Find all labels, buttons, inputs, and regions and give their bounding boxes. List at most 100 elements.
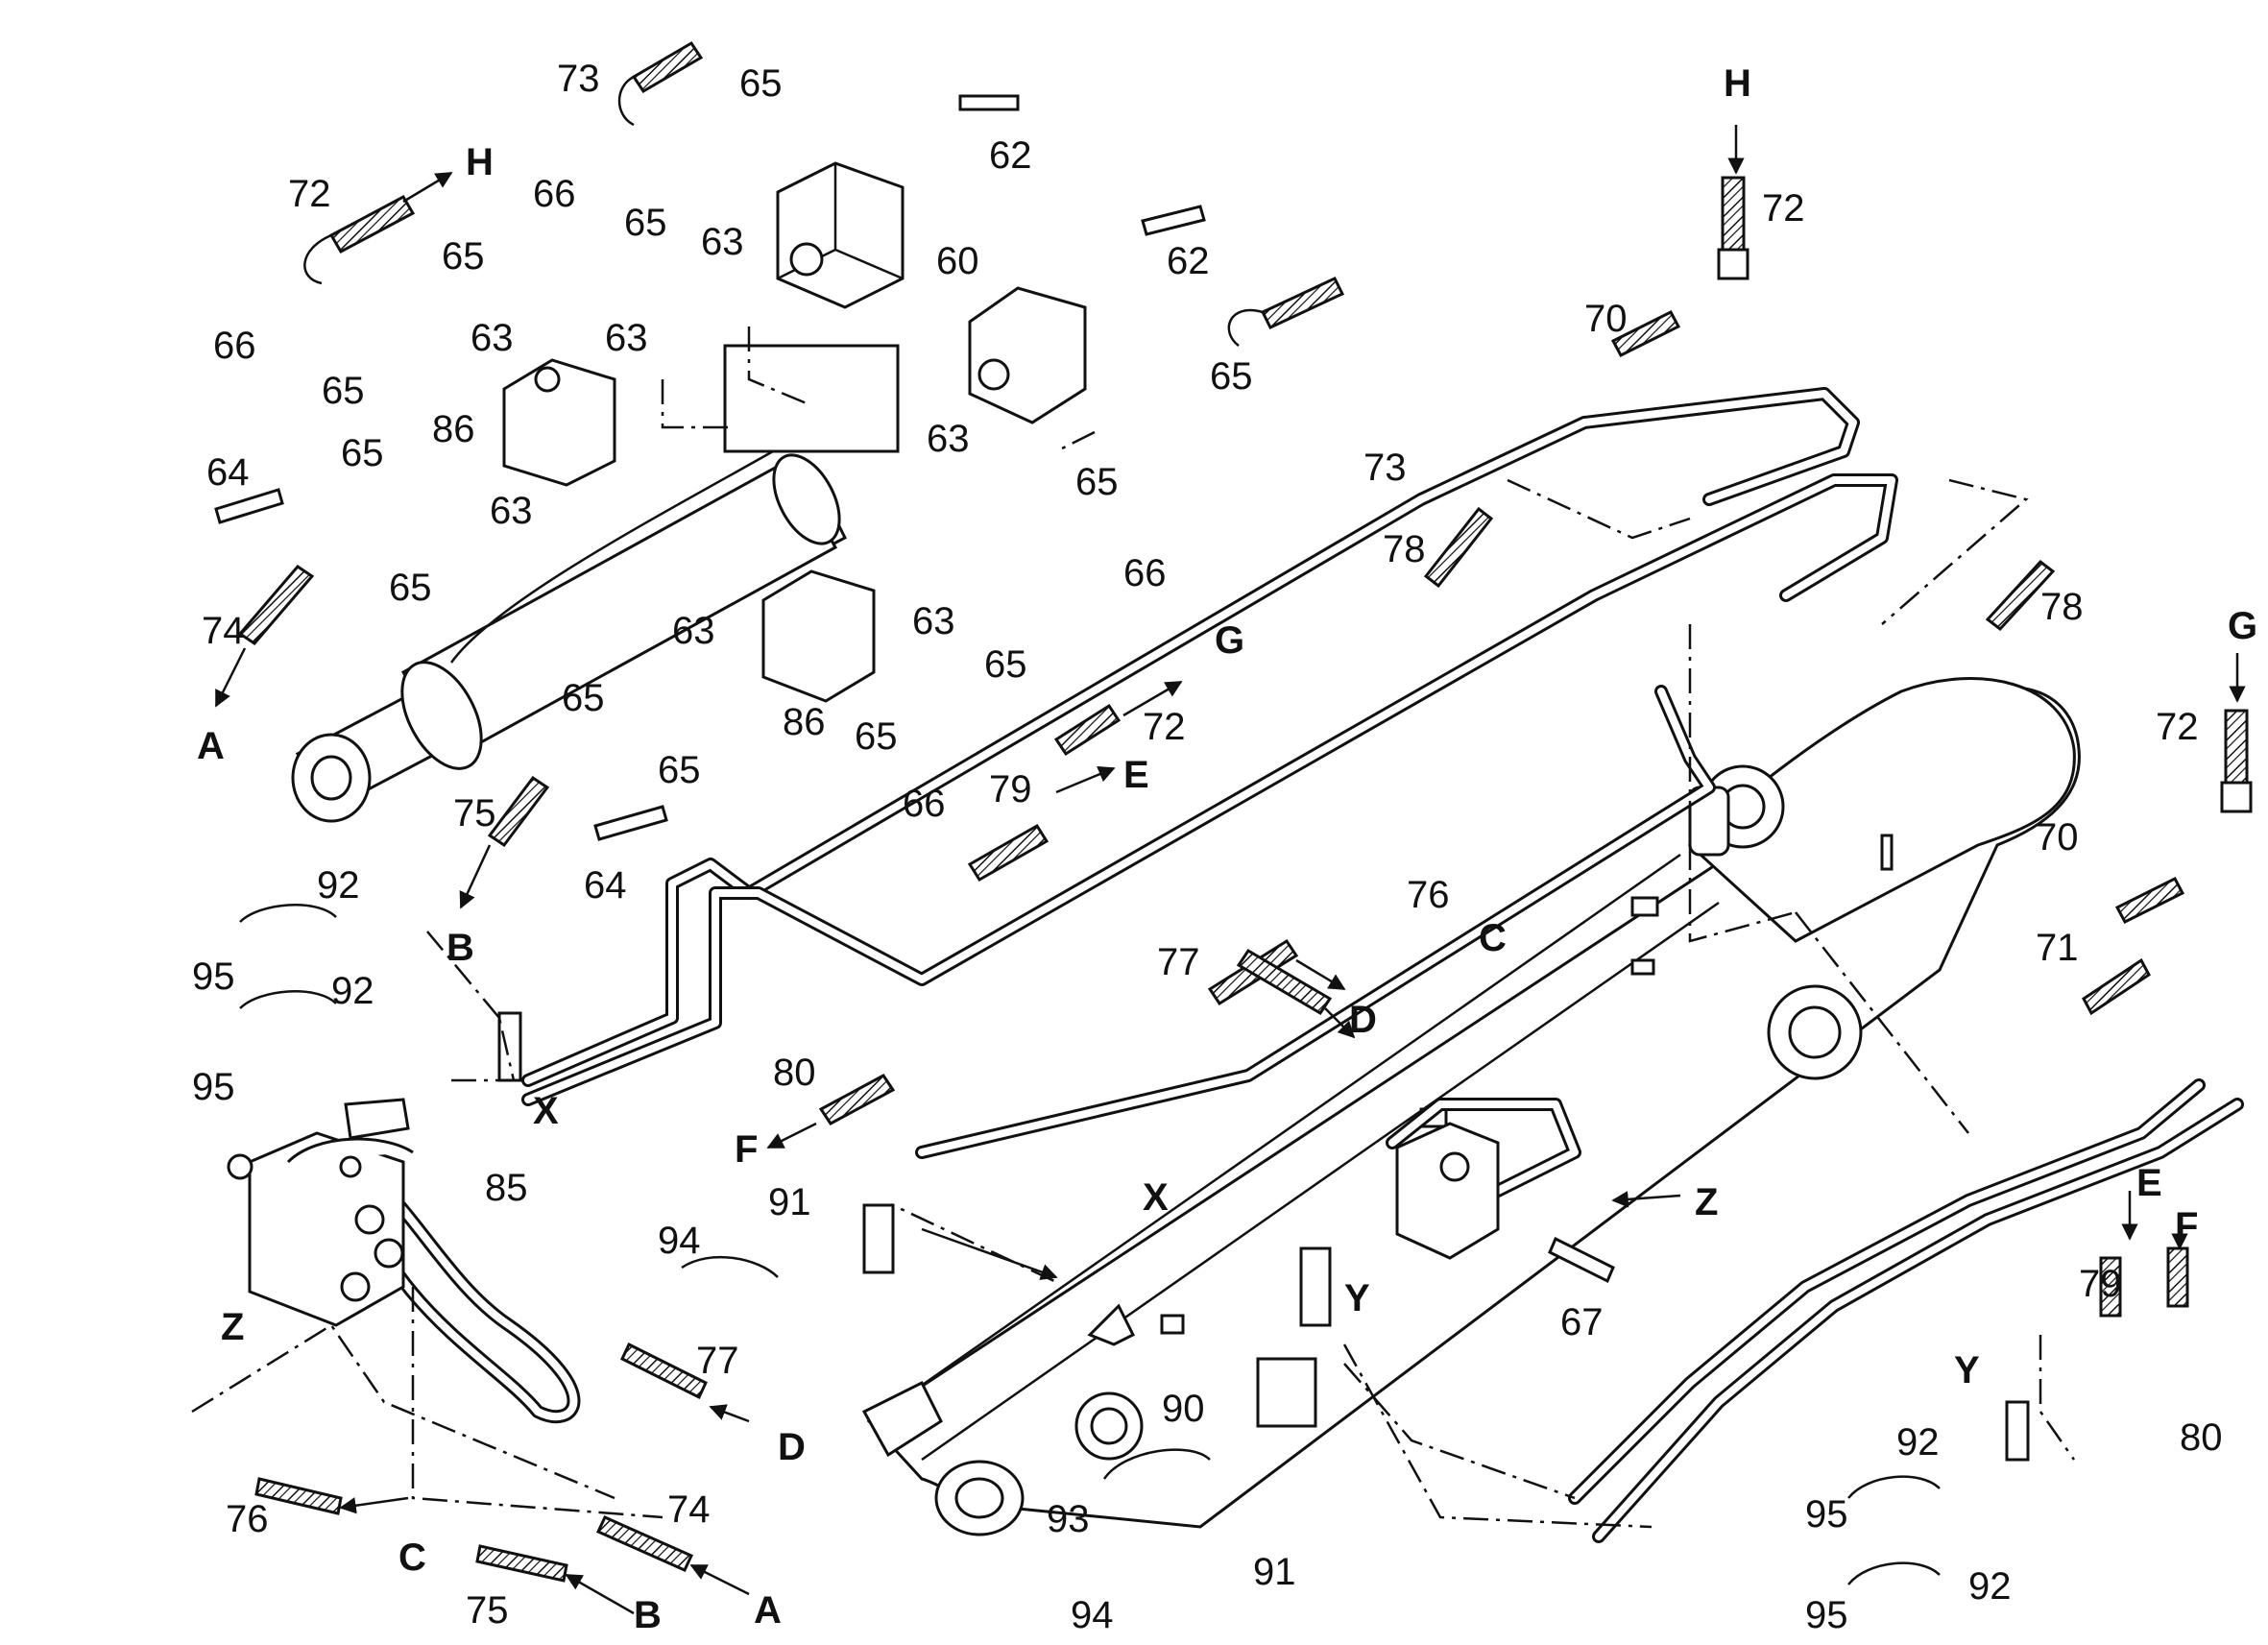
callout: 67 [1560,1301,1604,1343]
callout: 63 [490,490,533,532]
callout: 95 [1805,1493,1848,1536]
callout: 77 [696,1340,739,1382]
callout: 65 [739,62,783,105]
callout: 92 [331,970,374,1012]
valve-z-on-boom [1395,1122,1500,1260]
callout: 76 [1407,874,1450,916]
callout: 65 [442,235,485,278]
callout: 72 [288,173,331,215]
callout: 75 [466,1589,509,1632]
callout: 73 [557,58,600,100]
view-letter: Y [1344,1277,1370,1319]
callout: 93 [1047,1498,1090,1540]
callout: 64 [206,451,250,494]
view-letter: Z [1695,1181,1718,1223]
callout: 63 [605,317,648,359]
callout: 66 [1123,552,1167,594]
callout: 62 [1167,240,1210,282]
callout: 79 [2079,1263,2122,1305]
connection-letter: A [197,725,225,767]
connection-letter: B [634,1594,662,1636]
callout: 92 [1968,1565,2012,1608]
callout: 63 [927,418,970,460]
callout: 95 [192,956,235,998]
connection-letter: E [1123,754,1149,796]
callout: 70 [1584,298,1628,340]
callout: 65 [1210,355,1253,398]
callout: 71 [2036,927,2079,969]
callout: 65 [389,567,432,609]
connection-letter: D [1349,999,1377,1041]
callout: 62 [989,134,1032,177]
callout: 91 [768,1181,811,1223]
callout: 92 [317,864,360,907]
connection-letter: G [1215,619,1244,662]
callout: 72 [1762,187,1805,230]
callout: 76 [226,1498,269,1540]
callout: 85 [485,1167,528,1209]
connection-letter: A [754,1589,782,1632]
callout: 65 [855,715,898,758]
callout: 65 [341,432,384,474]
callout: 86 [783,701,826,743]
connection-letter: C [1479,917,1507,959]
connection-letter: F [2175,1205,2198,1247]
callout: 78 [1383,528,1426,570]
hydraulic-pipes [349,387,2244,1543]
direction-arrows [214,125,2246,1615]
callout: 66 [903,783,946,825]
callout: 73 [1363,447,1407,489]
hydraulic-cylinder [291,344,900,823]
callout: 72 [1143,706,1186,748]
callout: 63 [701,221,744,263]
valve-block-86a [502,358,616,487]
callout: 65 [658,749,701,791]
connection-letter: D [778,1426,806,1468]
connection-letter: H [466,141,494,183]
callout: 94 [1071,1594,1114,1636]
callout: 65 [984,643,1027,686]
connection-letter: G [2228,605,2257,647]
callout: 90 [1162,1388,1205,1430]
valve-block-60b [968,286,1087,424]
hoses-and-fittings [214,40,2253,1585]
callout: 60 [936,240,979,282]
callout: 63 [470,317,514,359]
callout: 65 [1075,461,1119,503]
valve-block-60 [776,161,905,309]
callout: 72 [2156,706,2199,748]
callout: 70 [2036,816,2079,859]
callout: 66 [213,325,256,367]
connection-letter: E [2136,1162,2162,1204]
callout: 74 [202,610,245,652]
callout: 77 [1157,941,1200,983]
view-letter: Z [221,1306,244,1348]
dash-dot-leaders [191,327,2076,1529]
view-letter: X [1143,1176,1169,1219]
callout: 66 [533,173,576,215]
connection-letter: C [398,1536,426,1579]
callout: 91 [1253,1551,1296,1593]
callout-labels: 73 65 62 66 65 72 H 63 60 62 65 66 65 63… [192,58,2257,1636]
callout: 65 [562,677,605,719]
callout: 64 [584,864,627,907]
callout: 63 [912,600,955,642]
view-letter: X [533,1090,559,1132]
callout: 79 [989,768,1032,810]
callout: 75 [453,792,496,835]
callout: 80 [2180,1416,2223,1459]
callout: 94 [658,1220,701,1262]
connection-letter: F [735,1128,758,1171]
callout: 65 [624,202,667,244]
callout: 65 [322,370,365,412]
valve-z-assembly [227,1098,414,1327]
callout: 92 [1896,1421,1940,1464]
connection-letter: H [1724,62,1751,105]
callout: 95 [1805,1594,1848,1636]
callout: 74 [667,1488,711,1531]
valve-block-86b [761,569,876,703]
view-letter: Y [1954,1349,1980,1391]
callout: 86 [432,408,475,450]
connection-letter: B [446,927,474,969]
